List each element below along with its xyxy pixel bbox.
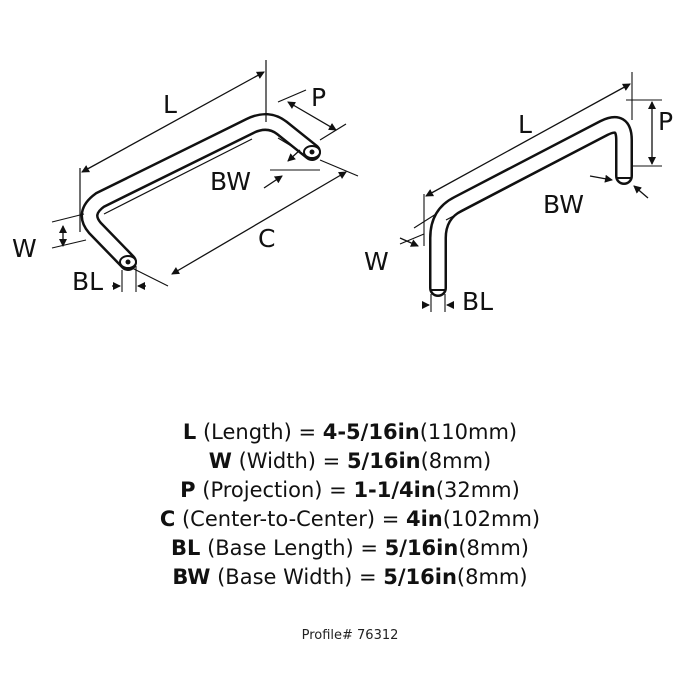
spec-projection: P (Projection) = 1-1/4in(32mm) (0, 476, 700, 505)
profile-number: Profile# 76312 (301, 628, 399, 643)
spec-imperial: 5/16in (383, 565, 457, 589)
right-label-W: W (364, 247, 389, 276)
left-dim-L: L (79, 60, 267, 232)
right-dim-BL: BL (422, 287, 493, 316)
spec-code: BL (171, 536, 201, 560)
spec-name: (Length) = (202, 420, 323, 444)
right-dim-BW: BW (543, 174, 649, 219)
right-dim-P: P (626, 99, 673, 167)
spec-center-to-center: C (Center-to-Center) = 4in(102mm) (0, 505, 700, 534)
spec-name: (Width) = (238, 449, 347, 473)
spec-metric: (32mm) (435, 478, 520, 502)
right-dim-W: W (364, 213, 437, 276)
spec-name: (Base Width) = (217, 565, 384, 589)
spec-imperial: 1-1/4in (353, 478, 436, 502)
spec-metric: (110mm) (419, 420, 518, 444)
spec-code: L (182, 420, 197, 444)
right-label-L: L (518, 110, 532, 139)
spec-imperial: 5/16in (384, 536, 459, 560)
spec-code: P (180, 478, 196, 502)
spec-width: W (Width) = 5/16in(8mm) (0, 447, 700, 476)
spec-name: (Projection) = (202, 478, 354, 502)
spec-code: BW (172, 565, 211, 589)
right-label-BL: BL (462, 287, 493, 316)
left-dim-P: P (277, 83, 347, 141)
left-label-C: C (258, 224, 275, 253)
right-handle-view: L P BW W BL (364, 72, 673, 316)
spec-length: L (Length) = 4-5/16in(110mm) (0, 418, 700, 447)
spec-name: (Center-to-Center) = (181, 507, 406, 531)
left-dim-W: W (12, 213, 87, 263)
left-label-P: P (311, 83, 326, 112)
spec-base-length: BL (Base Length) = 5/16in(8mm) (0, 534, 700, 563)
spec-code: C (159, 507, 176, 531)
spec-imperial: 4in (405, 507, 443, 531)
left-handle-view: L P BW C W (12, 60, 359, 296)
spec-metric: (8mm) (458, 536, 529, 560)
right-handle-body (429, 116, 633, 297)
spec-base-width: BW (Base Width) = 5/16in(8mm) (0, 563, 700, 592)
left-label-L: L (163, 90, 177, 119)
spec-name: (Base Length) = (207, 536, 385, 560)
spec-metric: (8mm) (420, 449, 492, 473)
right-dim-L: L (423, 72, 633, 246)
spec-metric: (102mm) (442, 507, 541, 531)
spec-imperial: 5/16in (346, 449, 421, 473)
left-dim-BL: BL (72, 266, 146, 296)
right-label-BW: BW (543, 190, 584, 219)
spec-metric: (8mm) (456, 565, 528, 589)
left-label-BW: BW (210, 167, 251, 196)
left-label-BL: BL (72, 267, 103, 296)
spec-code: W (208, 449, 232, 473)
left-handle-body (80, 113, 321, 271)
spec-imperial: 4-5/16in (322, 420, 420, 444)
left-label-W: W (12, 234, 37, 263)
left-dim-C: C (131, 159, 359, 287)
dimension-specs: L (Length) = 4-5/16in(110mm) W (Width) =… (0, 418, 700, 592)
right-label-P: P (658, 107, 673, 136)
